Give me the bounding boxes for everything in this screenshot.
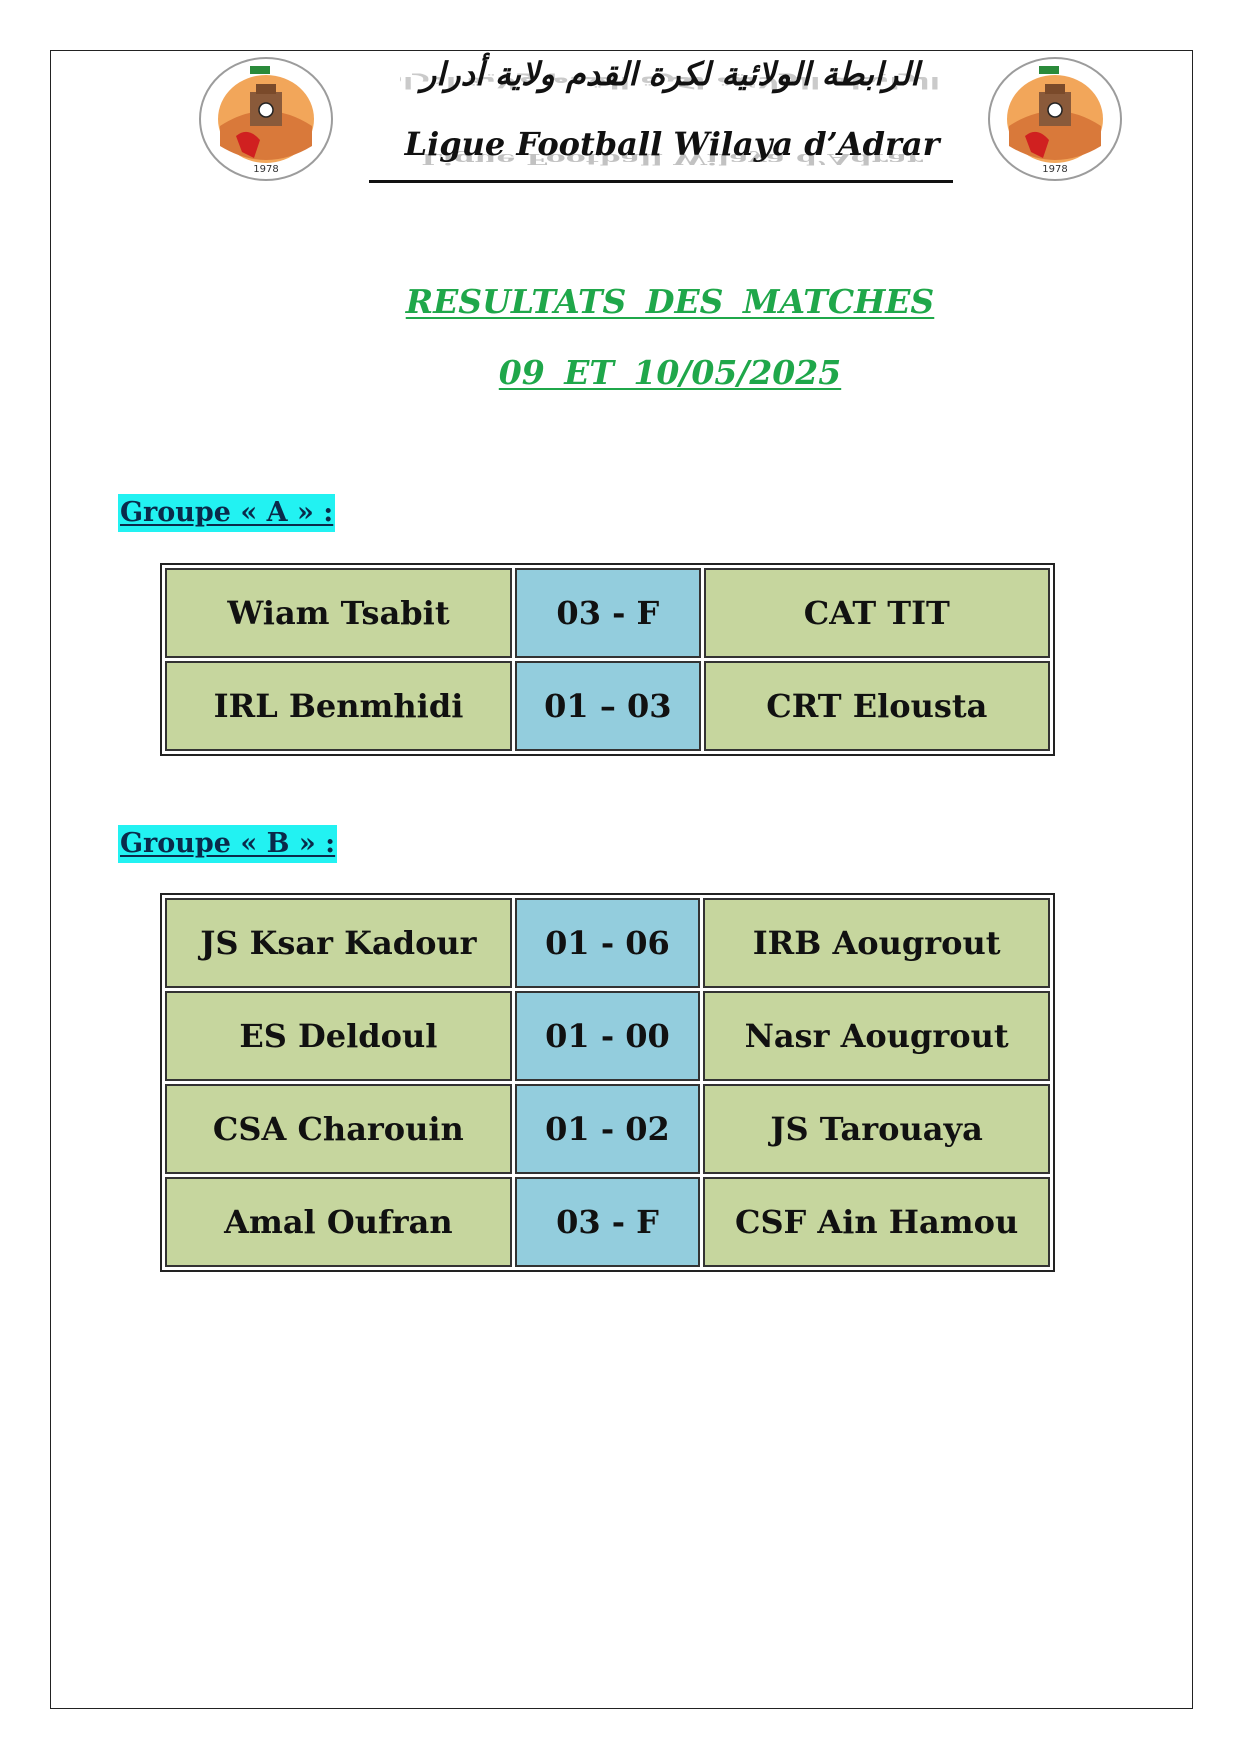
home-team: Wiam Tsabit: [165, 568, 513, 658]
group-a-label: Groupe « A » :: [118, 494, 336, 532]
page-date: 09 ET 10/05/2025: [498, 353, 842, 392]
group-b-label: Groupe « B » :: [118, 825, 338, 863]
away-team: CRT Elousta: [703, 661, 1050, 751]
away-team: JS Tarouaya: [703, 1084, 1050, 1174]
table-row: JS Ksar Kadour 01 - 06 IRB Aougrout: [165, 898, 1050, 988]
away-team: Nasr Aougrout: [703, 991, 1050, 1081]
table-row: IRL Benmhidi 01 – 03 CRT Elousta: [165, 661, 1050, 751]
away-team: IRB Aougrout: [703, 898, 1050, 988]
away-team: CSF Ain Hamou: [703, 1177, 1050, 1267]
table-row: Wiam Tsabit 03 - F CAT TIT: [165, 568, 1050, 658]
score: 01 - 06: [514, 898, 701, 988]
home-team: ES Deldoul: [165, 991, 512, 1081]
score: 01 – 03: [515, 661, 701, 751]
header-latin-reflection: Ligue Football Wilaya d’Adrar: [421, 151, 923, 166]
score: 03 - F: [514, 1177, 701, 1267]
score: 01 - 02: [514, 1084, 701, 1174]
page-border: [50, 50, 1193, 1709]
svg-text:1978: 1978: [253, 164, 278, 175]
league-logo-left: 1978: [199, 57, 333, 181]
group-b-results-table: JS Ksar Kadour 01 - 06 IRB Aougrout ES D…: [160, 893, 1055, 1272]
home-team: Amal Oufran: [165, 1177, 512, 1267]
score: 03 - F: [515, 568, 701, 658]
header-latin-title: Ligue Football Wilaya d’Adrar: [404, 125, 940, 163]
home-team: CSA Charouin: [165, 1084, 512, 1174]
group-a-results-table: Wiam Tsabit 03 - F CAT TIT IRL Benmhidi …: [160, 563, 1055, 756]
away-team: CAT TIT: [703, 568, 1050, 658]
league-logo-right: 1978: [988, 57, 1122, 181]
home-team: JS Ksar Kadour: [165, 898, 512, 988]
score: 01 - 00: [514, 991, 701, 1081]
header-arabic-title: الرابطة الولائية لكرة القدم ولاية أدرار: [420, 55, 920, 93]
page-title: RESULTATS DES MATCHES: [405, 282, 935, 321]
header-arabic-reflection: الرابطة الولائية لكرة القدم ولاية أدرار: [400, 73, 940, 91]
header-rule: [369, 180, 953, 183]
svg-text:1978: 1978: [1042, 164, 1067, 175]
home-team: IRL Benmhidi: [165, 661, 513, 751]
table-row: ES Deldoul 01 - 00 Nasr Aougrout: [165, 991, 1050, 1081]
table-row: Amal Oufran 03 - F CSF Ain Hamou: [165, 1177, 1050, 1267]
table-row: CSA Charouin 01 - 02 JS Tarouaya: [165, 1084, 1050, 1174]
